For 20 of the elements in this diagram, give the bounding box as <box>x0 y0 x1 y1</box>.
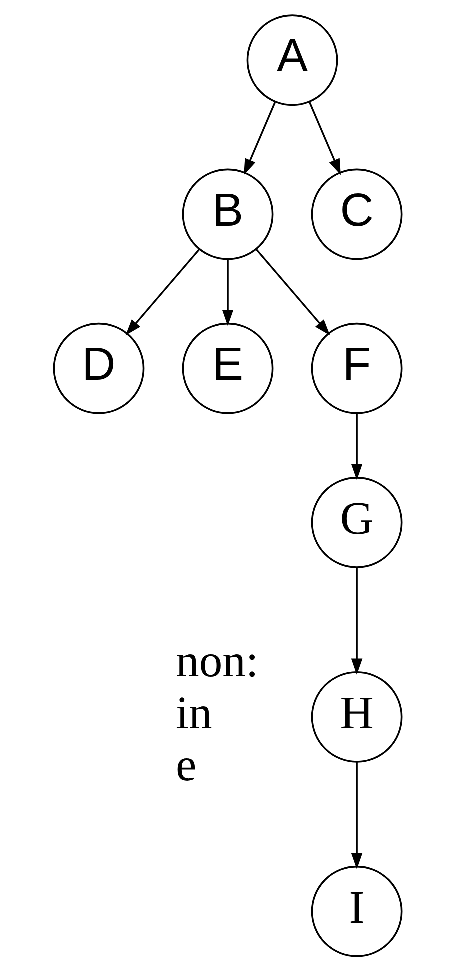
node-circle: D <box>52 322 144 414</box>
arrow <box>350 414 362 480</box>
arrow <box>350 568 362 675</box>
arrow <box>308 102 340 176</box>
node-circle: G <box>310 477 402 568</box>
arrow <box>255 249 330 336</box>
node-circle: H <box>310 671 402 763</box>
arrow <box>244 102 276 176</box>
arrow <box>125 249 200 336</box>
node-circle: F <box>310 322 402 414</box>
node-circle: I <box>310 866 402 958</box>
label: e <box>176 739 196 792</box>
arrow <box>222 260 234 326</box>
node-circle: E <box>182 322 274 414</box>
label: non: <box>176 636 258 688</box>
node-circle: A <box>246 14 338 106</box>
node-circle: B <box>182 168 274 260</box>
arrow <box>350 762 362 870</box>
label: in <box>176 687 212 740</box>
node-circle: C <box>310 168 402 260</box>
